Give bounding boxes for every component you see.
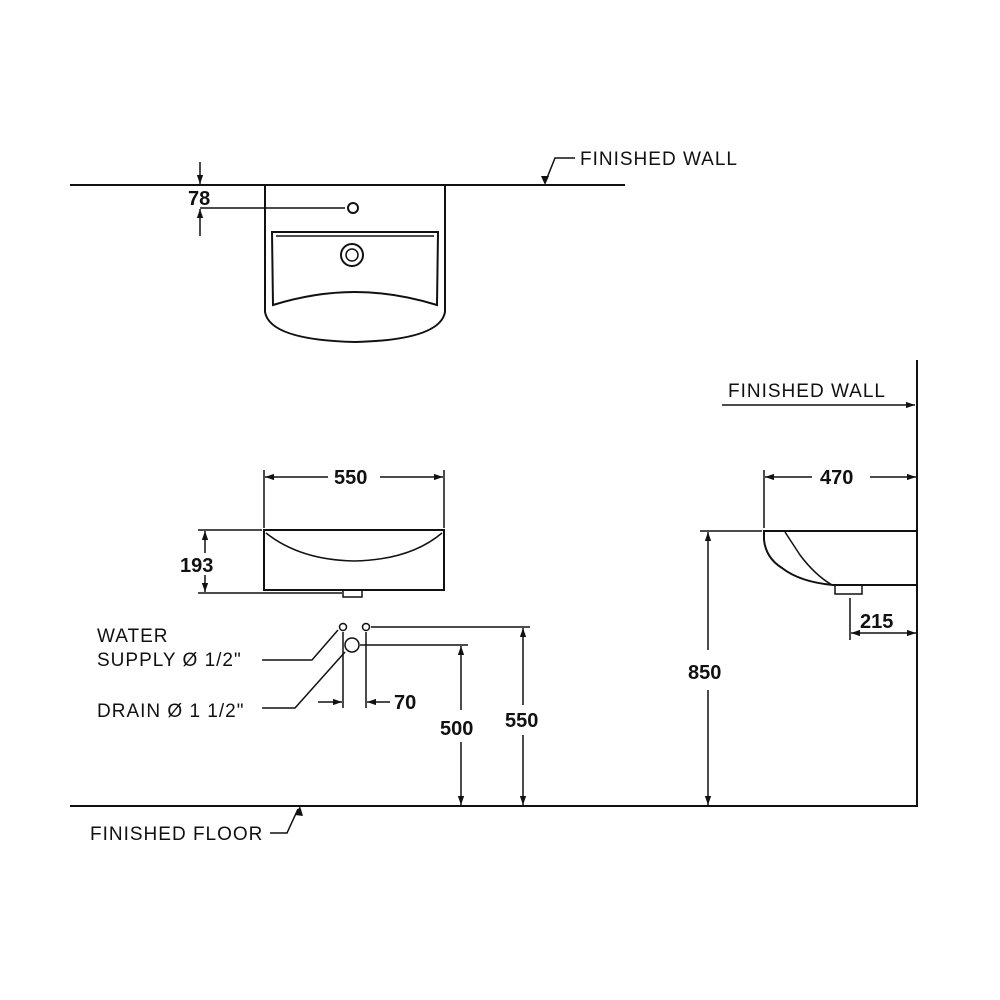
drain-offset-value: 215 <box>860 611 893 633</box>
basin-front-outline <box>263 529 445 591</box>
basin-side-bowl <box>784 531 833 586</box>
width-value: 550 <box>334 467 367 489</box>
side-wall-label: FINISHED WALL <box>728 381 886 402</box>
supply-height-value: 550 <box>505 710 538 732</box>
water-supply-leader <box>262 629 339 661</box>
top-view: FINISHED WALL 78 <box>70 149 738 344</box>
front-view: 550 193 WATER SUPPLY Ø 1/2" DRAIN Ø 1 1/… <box>97 467 538 805</box>
water-supply-label-1: WATER <box>97 626 169 647</box>
drain-pipe <box>344 637 360 653</box>
basin-front-trap <box>342 590 363 598</box>
top-wall-leader <box>544 157 575 184</box>
floor-label: FINISHED FLOOR <box>90 824 263 845</box>
drain-height-value: 500 <box>440 718 473 740</box>
basin-front-curve <box>265 532 443 562</box>
water-supply-pipe-2 <box>361 622 371 632</box>
tap-offset-value: 78 <box>188 188 210 210</box>
drain-label: DRAIN Ø 1 1/2" <box>97 701 244 722</box>
water-supply-label-2: SUPPLY Ø 1/2" <box>97 650 242 671</box>
side-view: FINISHED WALL 470 850 215 <box>688 360 918 806</box>
floor-leader <box>270 808 299 834</box>
basin-side-outline <box>763 530 918 586</box>
drain-leader <box>262 651 346 709</box>
water-supply-pipe <box>338 622 348 632</box>
basin-top-outline <box>264 184 446 344</box>
rim-height-value: 850 <box>688 662 721 684</box>
basin-side-trap <box>834 585 863 595</box>
top-wall-label: FINISHED WALL <box>580 149 738 170</box>
depth-value: 470 <box>820 467 853 489</box>
drain-outer <box>340 243 364 267</box>
tap-hole <box>347 202 359 214</box>
spacing-value: 70 <box>394 692 416 714</box>
basin-top-bowl <box>270 231 440 307</box>
height-value: 193 <box>180 555 213 577</box>
floor: FINISHED FLOOR <box>70 805 918 845</box>
drain-inner <box>345 248 359 262</box>
